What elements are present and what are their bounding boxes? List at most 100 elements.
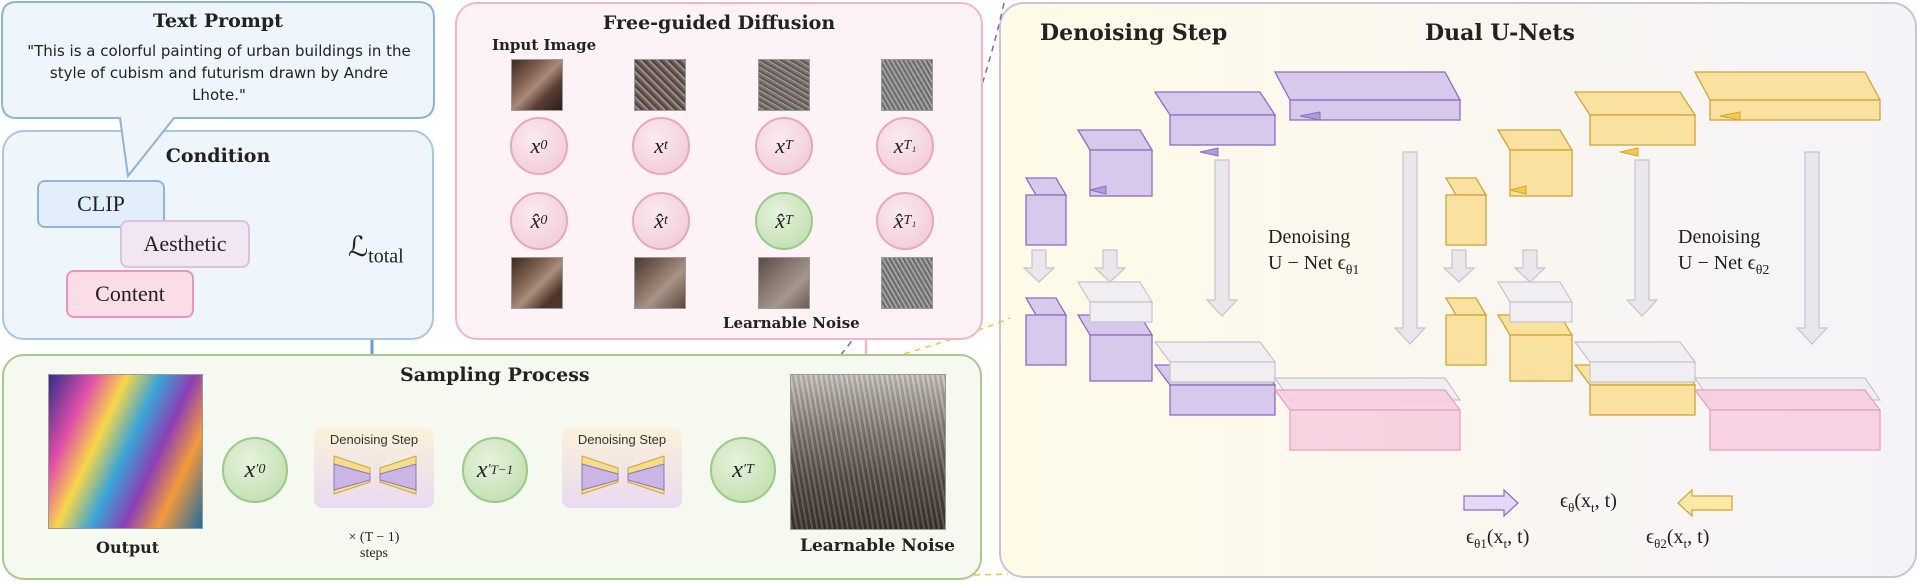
eps-theta2-args-sub: t <box>1683 536 1688 551</box>
eps-combined-args: (x <box>1574 490 1592 512</box>
unet2-caption-sub: θ2 <box>1755 263 1770 278</box>
node-xhatt-sub: t <box>663 213 668 228</box>
unet1-caption-line1: Denoising <box>1268 226 1351 248</box>
node-xt-sub: t <box>663 138 668 153</box>
unet-panel-bg <box>999 2 1917 578</box>
loss-total: ℒtotal <box>348 230 404 269</box>
node-xT-prime-sub: T <box>745 462 754 477</box>
node-xhatt-base: x̂ <box>654 208 664 233</box>
loss-symbol: ℒ <box>348 232 369 263</box>
node-xhatT1-sub: T₁ <box>903 213 917 228</box>
loss-subscript: total <box>368 245 404 268</box>
node-xhatT1: x̂T₁ <box>876 192 934 250</box>
input-image <box>511 59 563 111</box>
output-image <box>48 374 203 529</box>
node-xT1-base: x <box>893 133 904 158</box>
noise-image-T1 <box>881 59 933 111</box>
prompt-bubble <box>0 1 435 179</box>
text-prompt-title: Text Prompt <box>153 10 283 32</box>
prompt-quote: "This is a colorful painting of urban bu… <box>27 42 411 104</box>
eps-theta1-args-sub: t <box>1503 536 1508 551</box>
eps-combined-end: , t) <box>1594 490 1617 512</box>
node-xT1-sub: T₁ <box>903 138 917 153</box>
node-xT-sub: T <box>784 138 793 153</box>
unet-icon-2 <box>581 455 665 495</box>
eps-theta1: ϵθ1(xt, t) <box>1466 526 1529 552</box>
node-x0-prime-sub: 0 <box>258 462 266 477</box>
unet2-caption: Denoising U − Net ϵθ2 <box>1678 224 1769 284</box>
node-xhatT-base: x̂ <box>775 208 785 233</box>
node-xT-base: x <box>775 133 785 158</box>
node-xT-1-prime-sup: ′ <box>487 462 491 477</box>
fg-noise-label: Learnable Noise <box>723 314 860 332</box>
unet1-diagram <box>1022 71 1462 451</box>
node-xT-prime-sup: ′ <box>742 462 746 477</box>
free-guided-title: Free-guided Diffusion <box>602 12 836 34</box>
eps-combine-arrows <box>1463 488 1733 518</box>
eps-combined-sub: θ <box>1568 500 1575 515</box>
node-xt-base: x <box>654 133 664 158</box>
node-xhatt: x̂t <box>632 192 690 250</box>
node-xhat0-base: x̂ <box>530 208 541 233</box>
eps-theta1-end: , t) <box>1507 526 1530 548</box>
noisy-image-T <box>758 59 810 111</box>
input-image-label: Input Image <box>492 36 597 54</box>
node-xhatT: x̂T <box>755 192 813 250</box>
eps-theta1-symbol: ϵ <box>1466 526 1475 548</box>
learnable-noise-image <box>790 374 946 530</box>
node-x0-prime-sup: ′ <box>255 462 259 477</box>
node-xT-prime-base: x <box>732 456 743 483</box>
eps-combined: ϵθ(xt, t) <box>1560 490 1617 516</box>
unet-step-title: Denoising Step <box>1040 20 1228 46</box>
node-xT-1-prime: x′T−1 <box>462 437 528 503</box>
learnable-noise-label: Learnable Noise <box>800 536 955 556</box>
node-xhat0-sub: 0 <box>540 213 548 228</box>
repeat-label-unit: steps <box>360 546 388 561</box>
eps-theta1-sub: θ1 <box>1474 536 1487 551</box>
eps-combined-args-sub: t <box>1591 500 1595 515</box>
repeat-label-count: × (T − 1) <box>348 530 400 545</box>
dual-unets-title: Dual U-Nets <box>1425 20 1575 46</box>
node-xhatT1-base: x̂ <box>893 208 904 233</box>
eps-combined-symbol: ϵ <box>1560 490 1569 512</box>
node-x0-prime-base: x <box>244 456 256 483</box>
unet1-caption: Denoising U − Net ϵθ1 <box>1268 224 1359 284</box>
node-x0-prime: x′0 <box>222 437 288 503</box>
eps-theta2: ϵθ2(xt, t) <box>1646 526 1709 552</box>
recon-image-t <box>634 257 686 309</box>
node-xhatT-sub: T <box>784 213 793 228</box>
unet2-caption-line1: Denoising <box>1678 226 1761 248</box>
recon-image-T <box>758 257 810 309</box>
unet1-caption-line2: U − Net ϵ <box>1268 252 1346 274</box>
node-xT-1-prime-base: x <box>476 456 488 483</box>
denoise-step-label-2: Denoising Step <box>577 432 667 447</box>
node-x0-sub: 0 <box>540 138 548 153</box>
node-xT-prime: x′T <box>710 437 776 503</box>
node-x0-base: x <box>530 133 541 158</box>
denoise-step-label-1: Denoising Step <box>329 432 419 447</box>
node-xhat0: x̂0 <box>510 192 568 250</box>
eps-theta2-sub: θ2 <box>1654 536 1667 551</box>
eps-theta2-end: , t) <box>1687 526 1710 548</box>
eps-theta1-args: (x <box>1486 526 1504 548</box>
repeat-label: × (T − 1)steps <box>334 530 414 562</box>
recon-image-0 <box>511 257 563 309</box>
noisy-image-t <box>634 59 686 111</box>
unet-icon-1 <box>333 455 417 495</box>
aesthetic-box: Aesthetic <box>120 220 250 268</box>
eps-theta2-symbol: ϵ <box>1646 526 1655 548</box>
unet1-caption-sub: θ1 <box>1345 263 1360 278</box>
unet2-caption-line2: U − Net ϵ <box>1678 252 1756 274</box>
recon-image-T1 <box>881 257 933 309</box>
unet2-diagram <box>1442 71 1882 451</box>
eps-theta2-args: (x <box>1666 526 1684 548</box>
sampling-title: Sampling Process <box>400 364 590 386</box>
node-xT-1-prime-sub: T−1 <box>490 462 514 477</box>
content-box: Content <box>66 270 194 318</box>
output-label: Output <box>96 538 160 557</box>
condition-title: Condition <box>165 145 271 167</box>
